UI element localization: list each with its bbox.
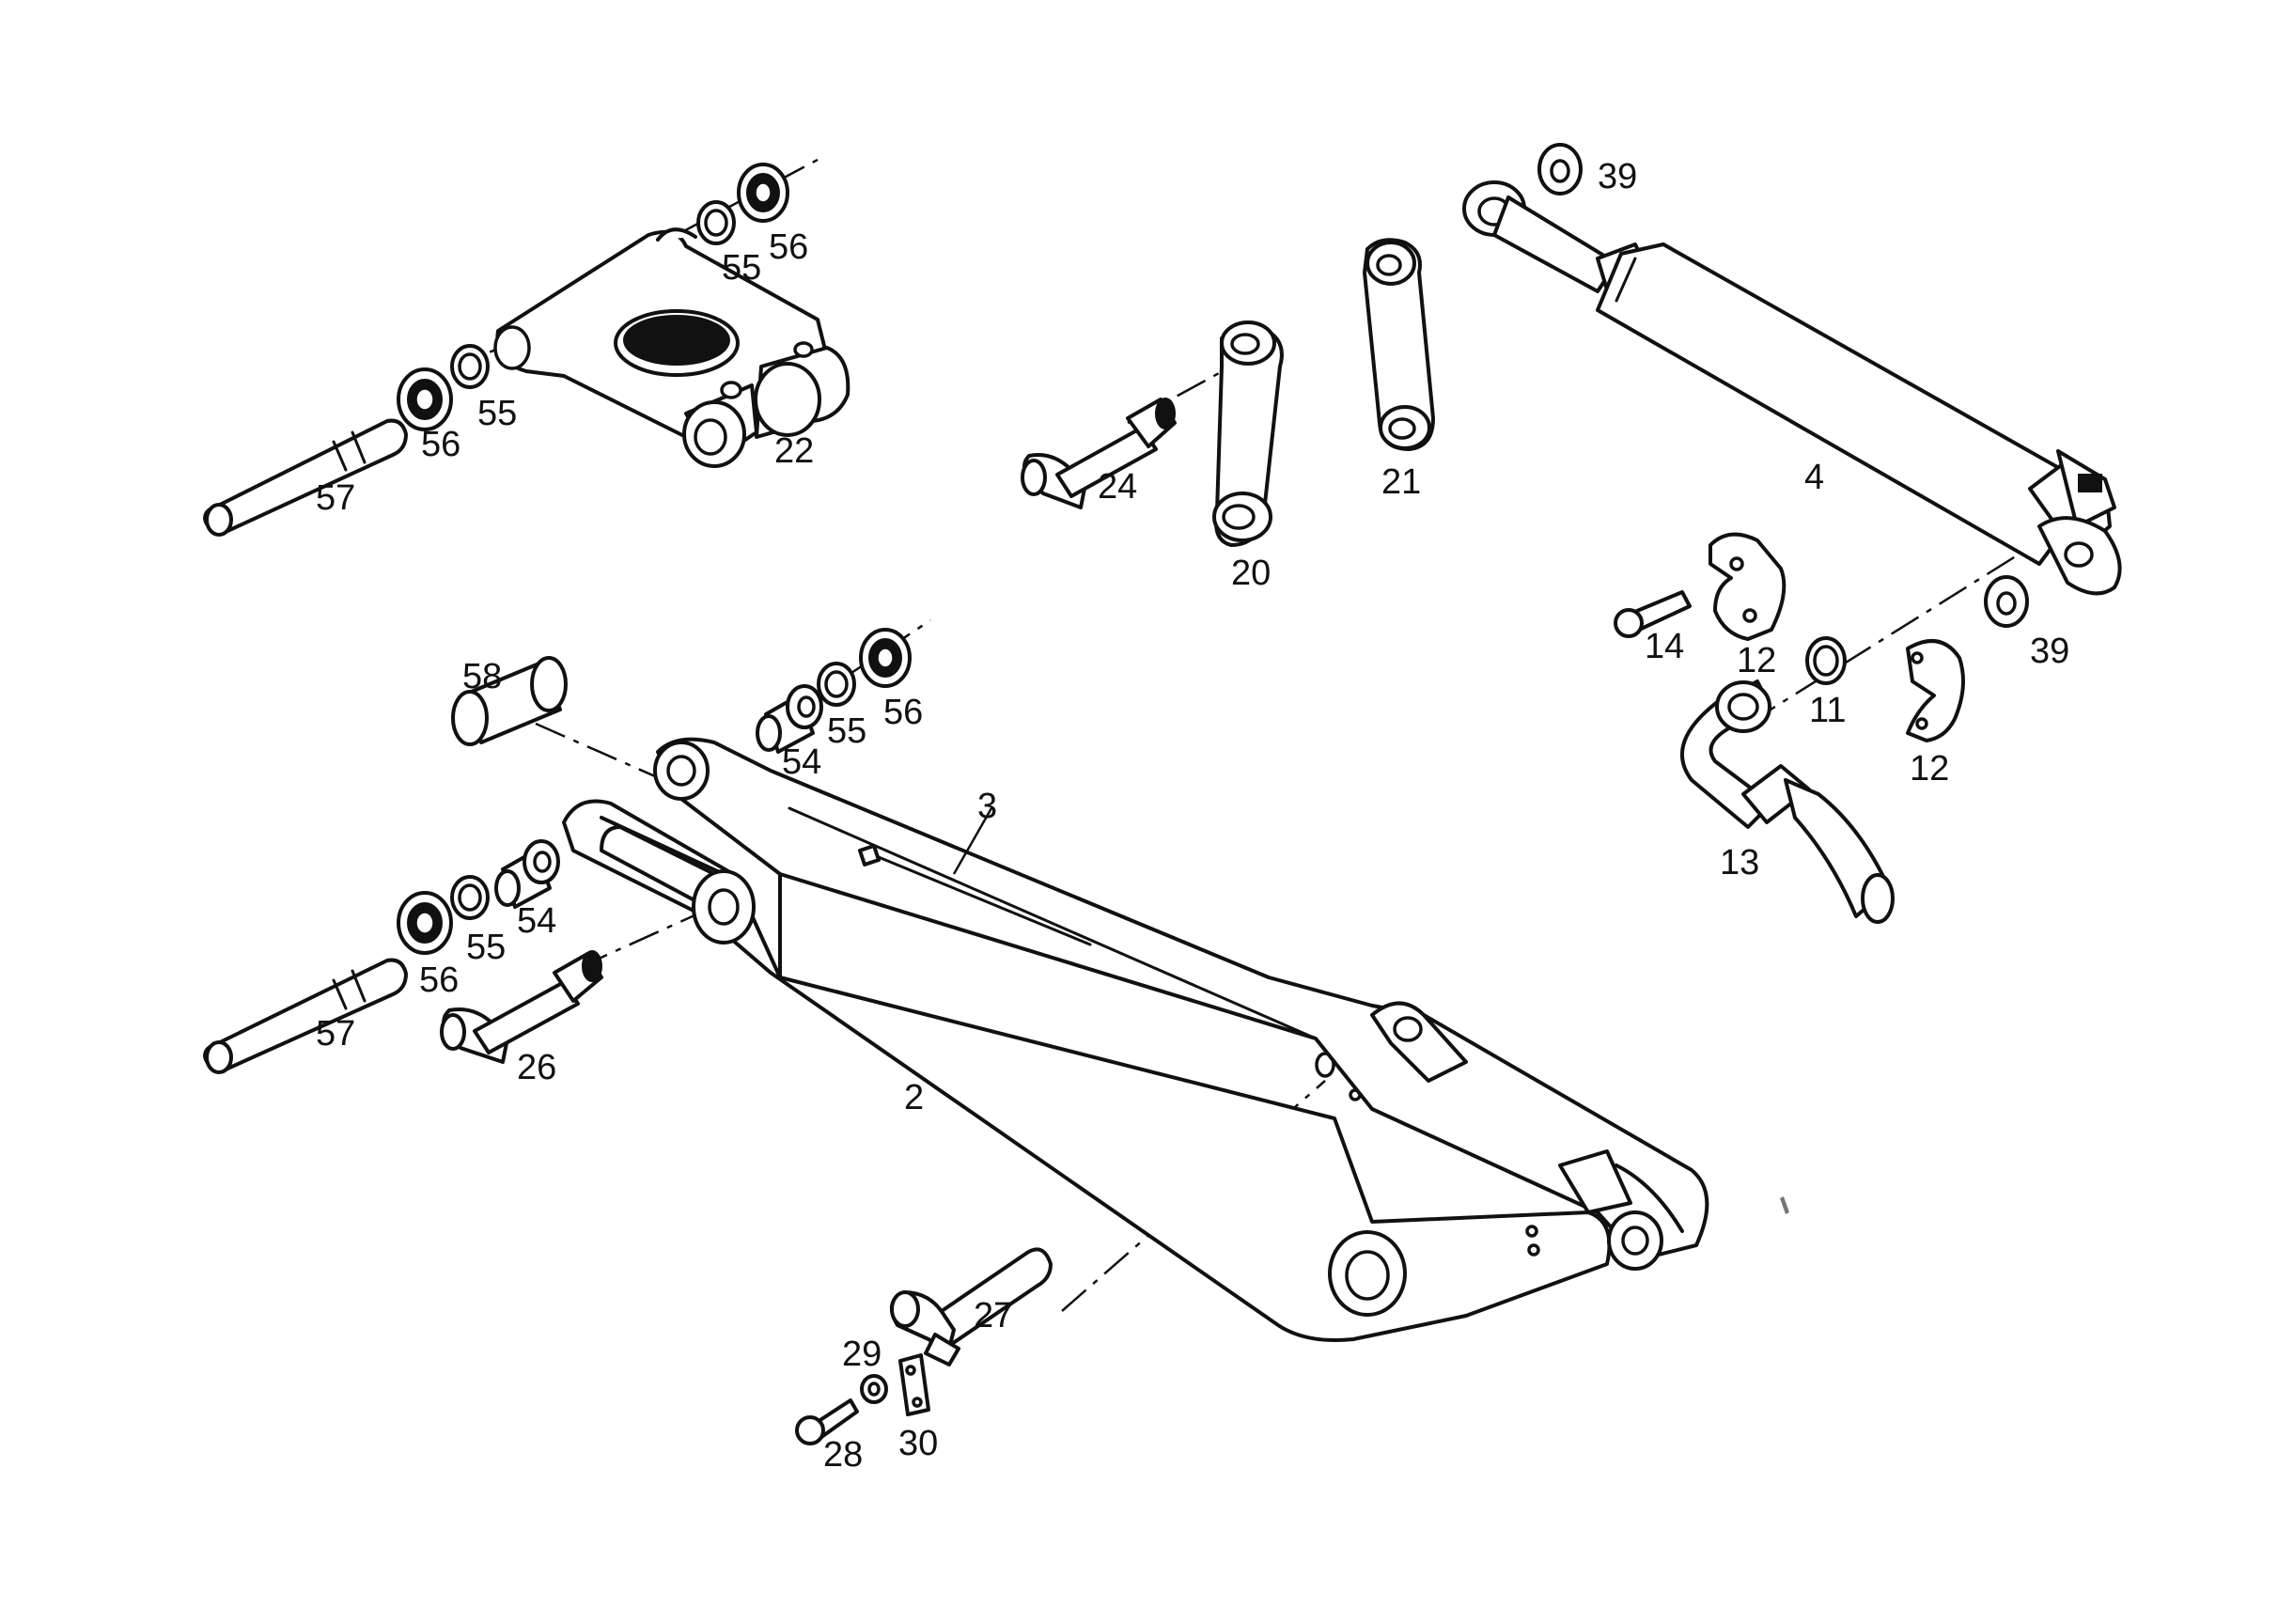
pin-57-upper	[203, 418, 408, 537]
pin-27	[889, 1247, 1053, 1366]
callout-56-middle-upper: 56	[883, 693, 923, 732]
spacer-54-lower	[494, 839, 560, 909]
callout-28: 28	[823, 1435, 863, 1475]
clamp-12-upper	[1708, 532, 1787, 641]
hose-13	[1680, 679, 1895, 924]
scan-specks	[1780, 1196, 1789, 1214]
clamp-12-lower	[1906, 639, 1965, 742]
boom-arm-3	[653, 737, 1709, 1271]
callout-26: 26	[517, 1048, 556, 1087]
bolt-14	[1614, 590, 1692, 638]
callout-11: 11	[1809, 691, 1846, 730]
spacer-54-upper	[756, 684, 823, 754]
callout-56-lower: 56	[419, 960, 459, 1000]
callout-55-upper-right: 55	[722, 248, 761, 288]
hydraulic-cylinder-4	[1462, 180, 2122, 596]
callout-27: 27	[974, 1296, 1013, 1335]
plate-30	[898, 1353, 930, 1416]
pin-24	[1021, 398, 1177, 509]
callout-12-lower: 12	[1910, 749, 1949, 789]
callout-21: 21	[1381, 462, 1421, 502]
callout-4: 4	[1804, 458, 1824, 497]
bushing-58	[451, 656, 568, 746]
pin-57-lower	[203, 958, 408, 1074]
callout-22: 22	[774, 431, 814, 471]
boom-arm-2	[562, 799, 1612, 1342]
callout-54-upper: 54	[782, 742, 821, 782]
callout-55-middle-upper: 55	[827, 711, 866, 751]
callout-56-upper-right: 56	[769, 227, 808, 267]
seal-56-upper-right	[737, 163, 789, 223]
pin-26	[440, 950, 603, 1064]
washer-39-top	[1537, 143, 1583, 195]
bolt-28	[795, 1398, 859, 1445]
seal-56-upper-left	[397, 367, 453, 431]
ring-55-lower	[450, 875, 490, 920]
callout-56-upper-left: 56	[421, 425, 460, 464]
callout-3: 3	[977, 787, 997, 826]
callouts: 57 56 55 22 55 56 24 20 21 39 4 14 12 11…	[316, 157, 2069, 1475]
ring-55-middle-upper	[817, 662, 856, 707]
link-20	[1212, 320, 1284, 547]
ring-55-upper-right	[696, 200, 736, 245]
callout-13: 13	[1720, 843, 1759, 882]
callout-54-lower: 54	[517, 901, 556, 941]
callout-58: 58	[462, 657, 502, 696]
seal-56-middle-upper	[859, 628, 912, 688]
callout-39-bottom: 39	[2030, 632, 2069, 671]
callout-14: 14	[1645, 627, 1684, 666]
washer-39-bottom	[1984, 575, 2029, 628]
callout-57-upper: 57	[316, 478, 355, 518]
rocker-link-22	[493, 227, 850, 468]
callout-55-upper-left: 55	[477, 394, 517, 433]
washer-29	[860, 1374, 888, 1404]
callout-20: 20	[1231, 554, 1271, 593]
seal-56-lower	[397, 891, 453, 955]
callout-24: 24	[1098, 467, 1137, 507]
ring-11	[1805, 636, 1847, 685]
callout-29: 29	[842, 1335, 882, 1374]
callout-2: 2	[904, 1078, 924, 1117]
link-21	[1363, 238, 1435, 451]
leader-lines	[952, 807, 993, 875]
ring-55-upper-left	[450, 344, 490, 389]
callout-39-top: 39	[1598, 157, 1637, 196]
callout-57-lower: 57	[316, 1014, 355, 1054]
callout-55-lower: 55	[466, 928, 506, 967]
callout-30: 30	[898, 1424, 938, 1463]
callout-12-upper: 12	[1737, 641, 1776, 680]
